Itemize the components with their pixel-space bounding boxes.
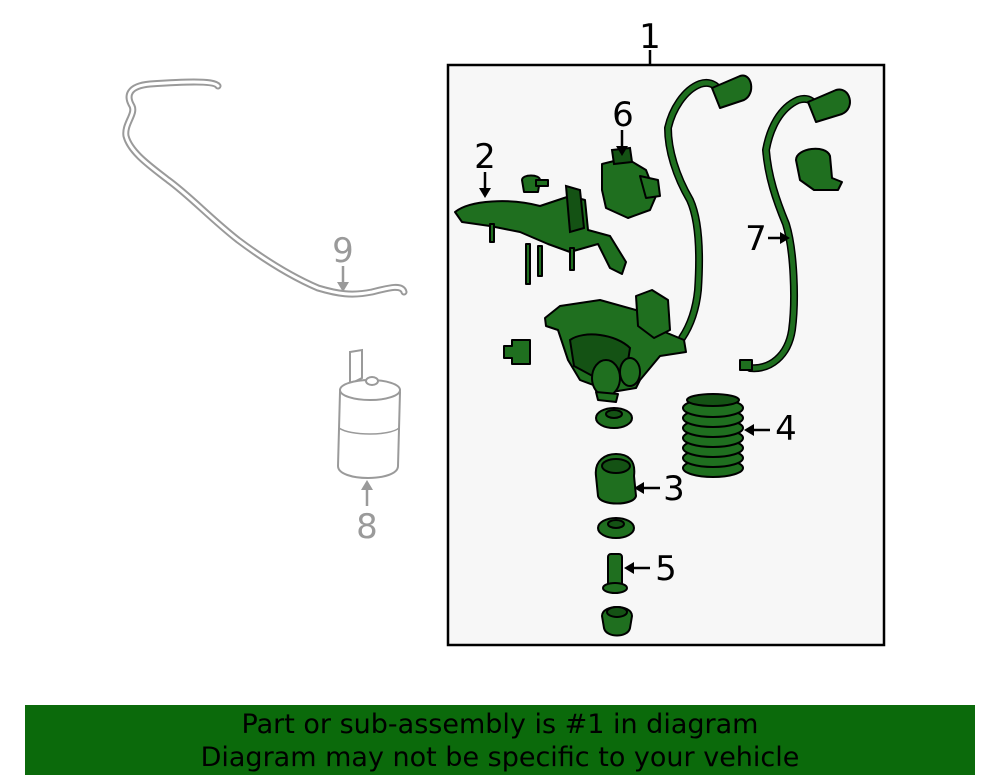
part-9-hose-line bbox=[122, 78, 408, 298]
banner-line-2: Diagram may not be specific to your vehi… bbox=[200, 742, 800, 773]
part-2-mounting-bracket bbox=[454, 174, 627, 285]
callout-9: 9 bbox=[332, 231, 354, 271]
part-8-accumulator-tank bbox=[336, 348, 402, 479]
washer-lower bbox=[597, 517, 635, 539]
compressor-assembly bbox=[544, 289, 687, 403]
callout-5: 5 bbox=[655, 549, 677, 589]
bushing-bottom bbox=[601, 606, 633, 637]
hose-left bbox=[664, 74, 753, 342]
washer-upper bbox=[595, 407, 633, 429]
callout-3: 3 bbox=[663, 469, 685, 509]
callout-1: 1 bbox=[639, 17, 661, 57]
connector-block bbox=[503, 339, 531, 365]
part-5-bolt bbox=[602, 553, 628, 594]
info-banner: Part or sub-assembly is #1 in diagram Di… bbox=[25, 705, 975, 775]
part-3-isolator bbox=[594, 453, 637, 505]
banner-line-1: Part or sub-assembly is #1 in diagram bbox=[241, 709, 759, 740]
isolator-clip bbox=[795, 147, 843, 191]
callout-2: 2 bbox=[474, 137, 496, 177]
callout-8: 8 bbox=[356, 507, 378, 547]
callout-6: 6 bbox=[612, 95, 634, 135]
callout-4: 4 bbox=[775, 409, 797, 449]
part-7-air-hose bbox=[739, 88, 851, 373]
part-4-coil-spring bbox=[682, 393, 744, 478]
callout-7: 7 bbox=[745, 219, 767, 259]
parts-diagram: 1 9 8 2 6 bbox=[122, 17, 886, 647]
